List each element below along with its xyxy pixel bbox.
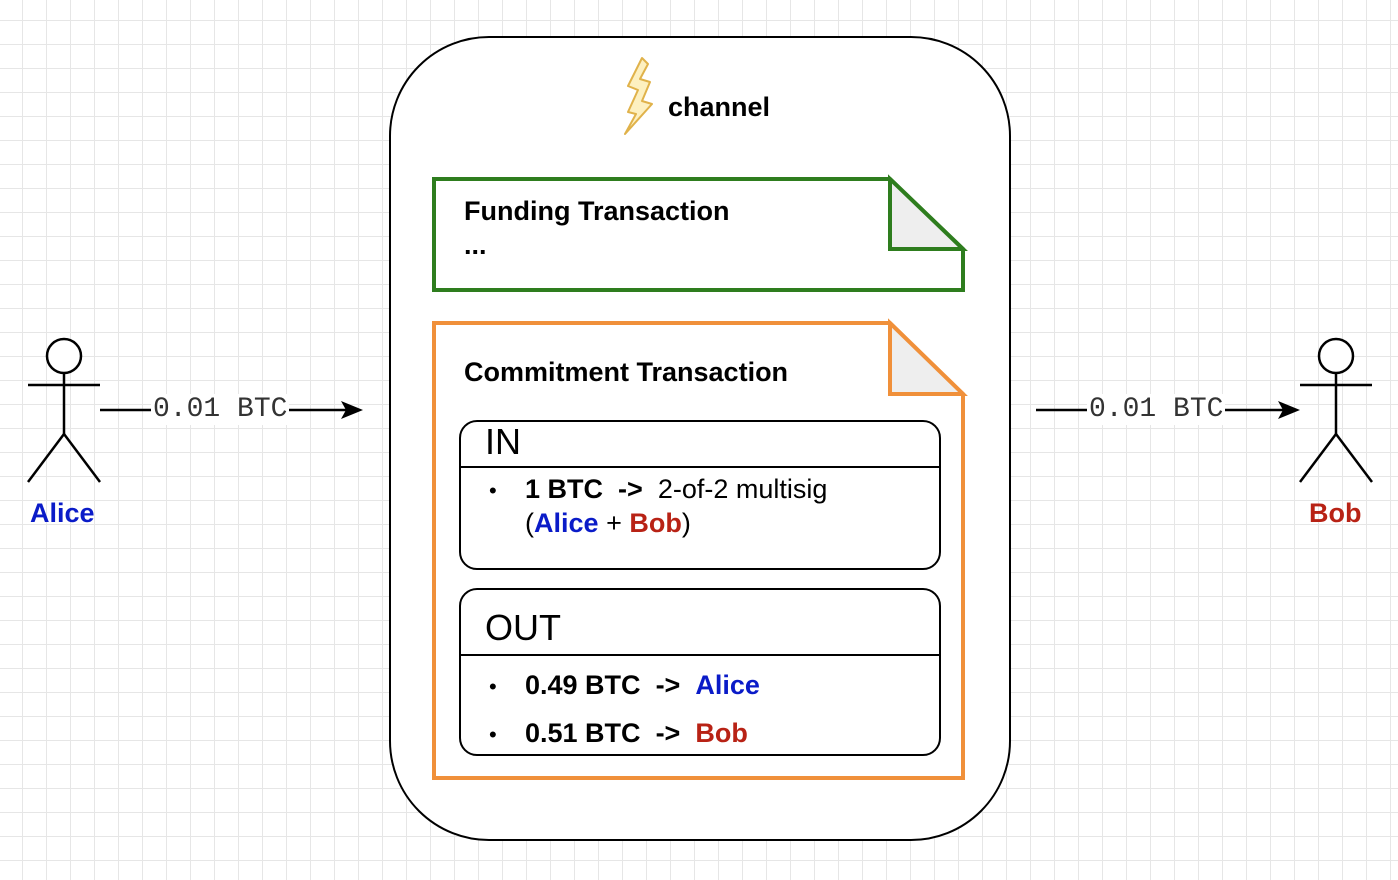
outputs-table: OUT • 0.49 BTC -> Alice • 0.51 BTC -> Bob	[459, 588, 941, 756]
plus-sign: +	[606, 508, 622, 538]
bob-label: Bob	[1309, 498, 1362, 528]
input-row-continuation: (Alice + Bob)	[525, 508, 691, 539]
output-arrow: ->	[655, 670, 681, 700]
left-flow-amount: 0.01 BTC	[151, 394, 290, 425]
bullet: •	[489, 477, 497, 503]
paren-close: )	[681, 508, 691, 538]
alice-actor-icon	[27, 337, 101, 483]
output-recipient-bob: Bob	[695, 718, 748, 748]
output-recipient-alice: Alice	[695, 670, 760, 700]
output-arrow: ->	[655, 718, 681, 748]
input-amount: 1 BTC	[525, 474, 604, 504]
output-row: • 0.49 BTC -> Alice	[489, 670, 760, 701]
bullet: •	[489, 673, 497, 699]
input-target: 2-of-2 multisig	[657, 474, 828, 504]
input-arrow: ->	[618, 474, 643, 504]
lightning-icon	[624, 57, 653, 135]
output-amount: 0.49 BTC	[525, 670, 641, 700]
paren-open: (	[525, 508, 534, 538]
inputs-header: IN	[461, 422, 939, 468]
output-amount: 0.51 BTC	[525, 718, 641, 748]
inputs-table: IN • 1 BTC -> 2-of-2 multisig (Alice + Bo…	[459, 420, 941, 570]
bullet: •	[489, 721, 497, 747]
input-row: • 1 BTC -> 2-of-2 multisig	[489, 474, 827, 505]
funding-transaction-body: ...	[464, 230, 487, 260]
input-bob-name: Bob	[629, 508, 682, 538]
outputs-header: OUT	[461, 590, 939, 656]
output-row: • 0.51 BTC -> Bob	[489, 718, 748, 749]
input-alice-name: Alice	[534, 508, 599, 538]
right-flow-amount: 0.01 BTC	[1087, 394, 1226, 425]
commitment-transaction-title: Commitment Transaction	[464, 357, 789, 387]
funding-transaction-title: Funding Transaction	[464, 196, 730, 226]
alice-label: Alice	[30, 498, 95, 528]
channel-title: channel	[668, 92, 771, 122]
bob-actor-icon	[1299, 337, 1373, 483]
